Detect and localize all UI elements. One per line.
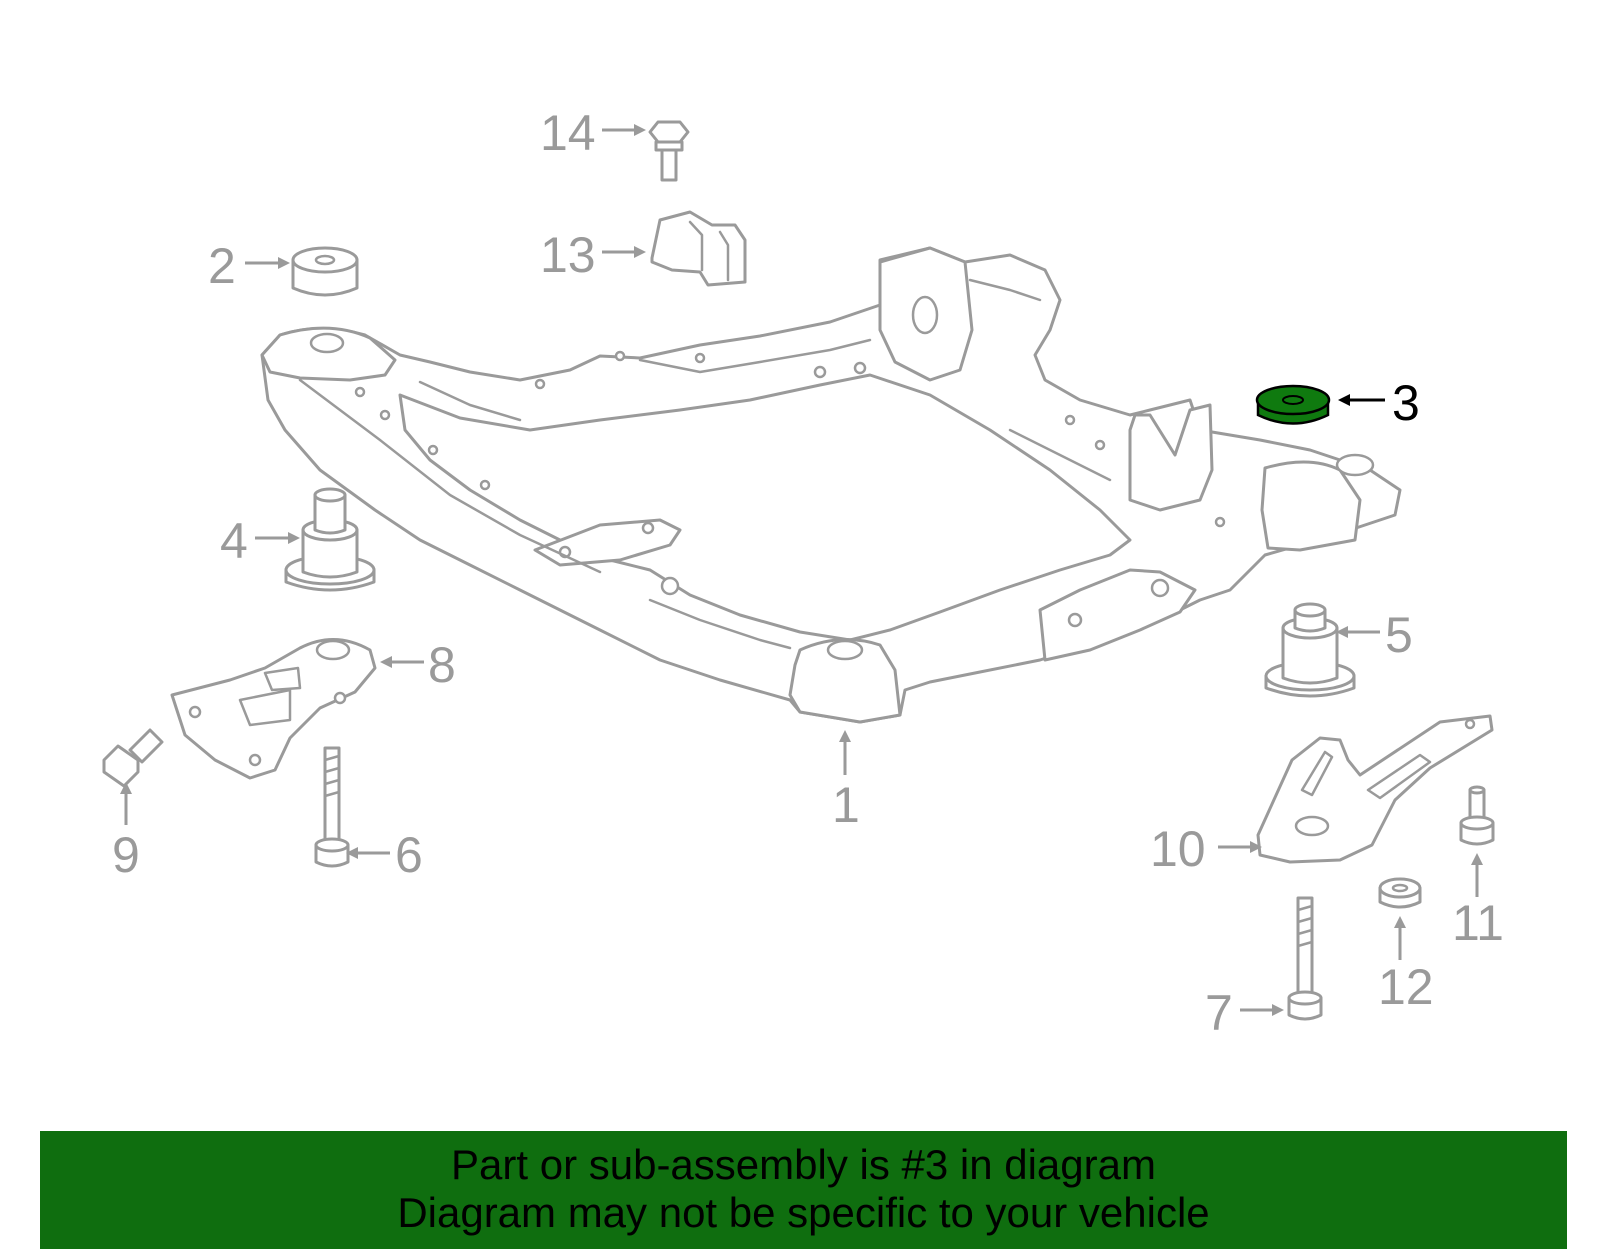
nut-part-12	[1378, 877, 1422, 909]
banner-line-2: Diagram may not be specific to your vehi…	[397, 1189, 1210, 1236]
callout-4: 4	[220, 513, 248, 569]
bushing-part-5	[1264, 602, 1356, 698]
callout-13: 13	[540, 227, 596, 283]
callout-11: 11	[1452, 895, 1504, 951]
bushing-part-2	[291, 246, 359, 297]
bolt-part-9	[102, 728, 164, 788]
callout-7: 7	[1205, 985, 1233, 1041]
bolt-part-11	[1459, 785, 1495, 846]
bushing-part-4	[284, 487, 376, 592]
bracket-part-10	[1256, 714, 1494, 864]
bracket-part-8	[170, 638, 377, 780]
bolt-part-6	[314, 746, 350, 868]
callout-6: 6	[395, 827, 423, 883]
subframe-part-1	[260, 246, 1402, 724]
callout-12: 12	[1378, 959, 1434, 1015]
insulator-part-3-highlighted	[1255, 384, 1331, 425]
info-banner: Part or sub-assembly is #3 in diagram Di…	[40, 1131, 1567, 1249]
banner-line-1: Part or sub-assembly is #3 in diagram	[451, 1141, 1156, 1188]
callout-1: 1	[832, 777, 860, 833]
callout-arrows	[120, 124, 1483, 1016]
bolt-part-7	[1287, 896, 1323, 1021]
callout-9: 9	[112, 827, 140, 883]
callout-10: 10	[1150, 821, 1206, 877]
callout-14: 14	[540, 105, 596, 161]
callout-2: 2	[208, 238, 236, 294]
callout-8: 8	[428, 637, 456, 693]
callout-5: 5	[1385, 607, 1413, 663]
bracket-part-13	[650, 210, 747, 287]
bolt-part-14	[648, 120, 690, 182]
callout-3: 3	[1392, 375, 1420, 431]
